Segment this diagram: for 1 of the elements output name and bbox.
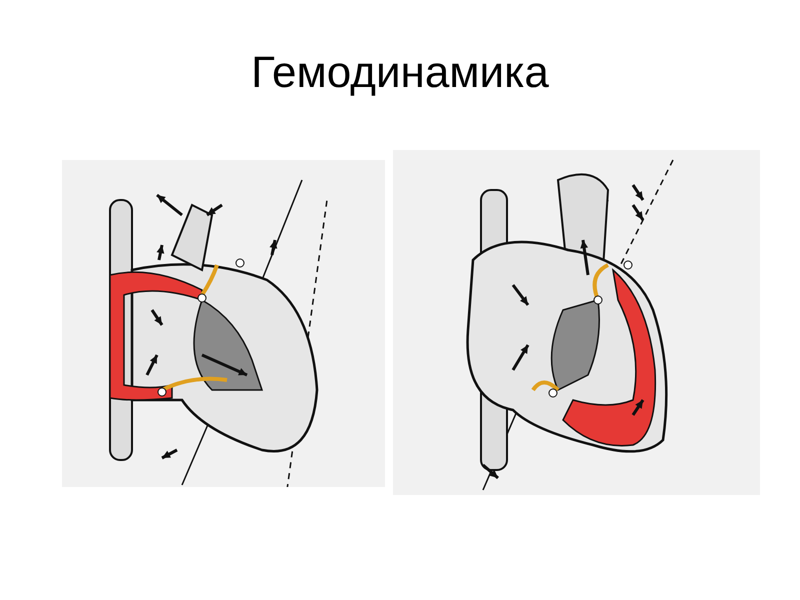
title: Гемодинамика [250, 48, 550, 98]
